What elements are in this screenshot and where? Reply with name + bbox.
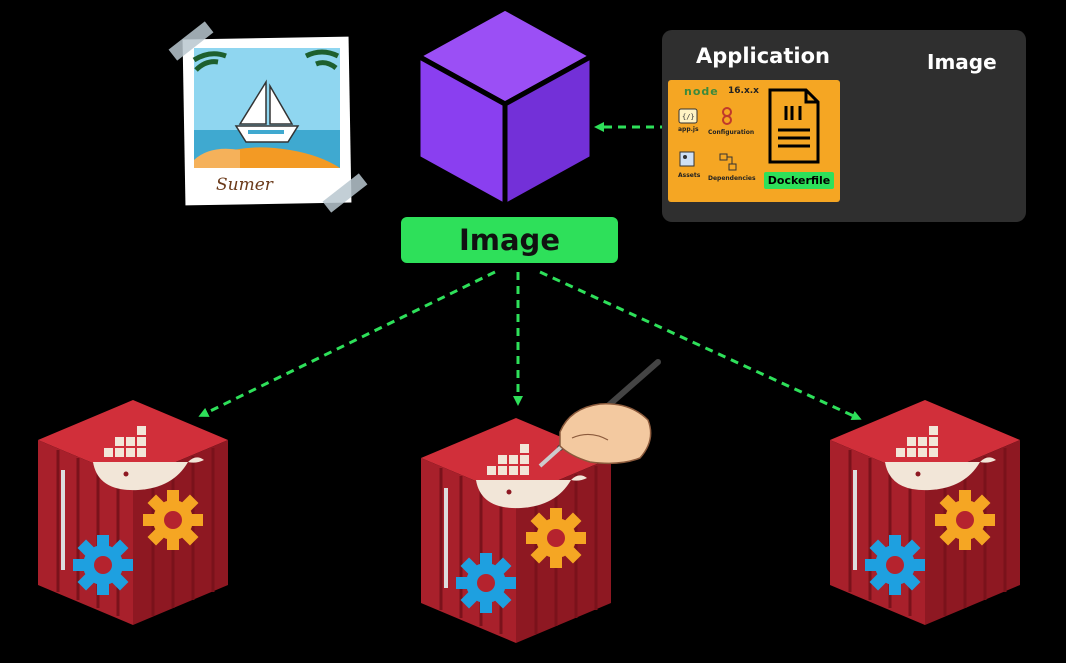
run-arrow-left <box>198 270 496 417</box>
file-label-dependencies: Dependencies <box>708 175 756 182</box>
polaroid-caption: Sumer <box>216 175 273 195</box>
sailboat-icon <box>234 79 300 143</box>
paintbrush-hand-icon <box>538 359 661 468</box>
node-logo: node <box>684 85 719 98</box>
dockerfile-icon <box>768 88 820 164</box>
file-label-appjs: app.js <box>678 126 699 133</box>
assets-icon <box>679 151 695 167</box>
dependencies-icon <box>719 153 737 171</box>
image-label: Image <box>401 217 618 263</box>
polaroid-photo-icon <box>168 21 368 213</box>
gear-icon <box>935 490 995 550</box>
application-title: Application <box>696 44 830 68</box>
application-box: node 16.x.x {/} app.js Configuration Ass… <box>668 80 840 202</box>
panel-image-title: Image <box>927 50 997 74</box>
container-left <box>36 398 230 627</box>
file-js-icon: {/} <box>678 108 698 124</box>
container-right <box>828 398 1022 627</box>
svg-text:{/}: {/} <box>682 113 695 121</box>
image-cube-icon <box>412 5 598 211</box>
gear-icon <box>73 535 133 595</box>
gear-icon <box>526 508 586 568</box>
run-arrow-right <box>539 270 862 421</box>
gear-icon <box>456 553 516 613</box>
dockerfile-label: Dockerfile <box>764 172 834 189</box>
config-icon <box>722 107 732 125</box>
dockerfile-explainer-panel: Application Image node 16.x.x {/} app.js… <box>662 30 1026 222</box>
node-version: 16.x.x <box>728 86 759 96</box>
file-label-assets: Assets <box>678 172 701 179</box>
gear-icon <box>865 535 925 595</box>
file-label-configuration: Configuration <box>708 129 755 136</box>
gear-icon <box>143 490 203 550</box>
